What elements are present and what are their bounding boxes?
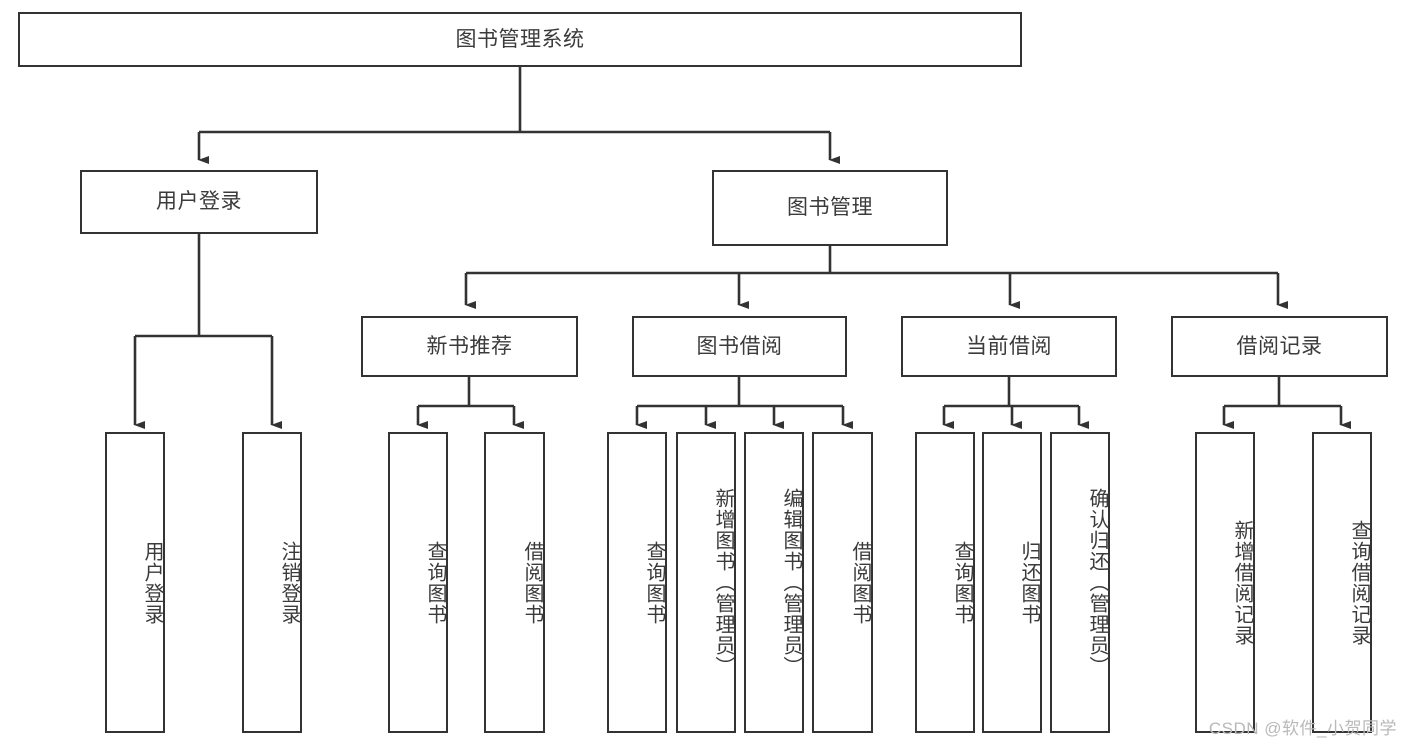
node-leaf-logout[interactable]: 注销登录 xyxy=(242,432,302,733)
node-leaf-label: 确认归还（管理员） xyxy=(1086,488,1108,677)
node-book-borrow[interactable]: 图书借阅 xyxy=(632,316,847,377)
node-leaf-add-book-admin[interactable]: 新增图书（管理员） xyxy=(676,432,736,733)
node-leaf-query-book-recommend[interactable]: 查询图书 xyxy=(388,432,448,733)
node-leaf-borrow-book-recommend[interactable]: 借阅图书 xyxy=(484,432,545,733)
node-leaf-label: 查询图书 xyxy=(951,540,973,625)
node-leaf-edit-book-admin[interactable]: 编辑图书（管理员） xyxy=(744,432,804,733)
node-leaf-query-book-current[interactable]: 查询图书 xyxy=(915,432,975,733)
node-new-book-recommend[interactable]: 新书推荐 xyxy=(361,316,578,377)
node-leaf-label: 编辑图书（管理员） xyxy=(780,488,802,677)
node-leaf-label: 查询借阅记录 xyxy=(1348,519,1370,646)
watermark-text: CSDN @软件_小贺同学 xyxy=(1208,719,1397,738)
node-leaf-query-book-borrow[interactable]: 查询图书 xyxy=(607,432,667,733)
node-leaf-label: 借阅图书 xyxy=(849,540,871,625)
node-leaf-user-login[interactable]: 用户登录 xyxy=(105,432,165,733)
node-leaf-label: 用户登录 xyxy=(141,540,163,625)
node-leaf-add-borrow-record[interactable]: 新增借阅记录 xyxy=(1195,432,1255,733)
node-current-borrow[interactable]: 当前借阅 xyxy=(901,316,1117,377)
node-leaf-borrow-book[interactable]: 借阅图书 xyxy=(812,432,873,733)
node-leaf-query-borrow-record[interactable]: 查询借阅记录 xyxy=(1312,432,1372,733)
node-leaf-label: 借阅图书 xyxy=(521,540,543,625)
node-leaf-label: 查询图书 xyxy=(643,540,665,625)
node-leaf-label: 查询图书 xyxy=(424,540,446,625)
node-book-management[interactable]: 图书管理 xyxy=(712,170,948,246)
node-leaf-return-book[interactable]: 归还图书 xyxy=(982,432,1042,733)
node-user-login[interactable]: 用户登录 xyxy=(80,170,318,234)
node-borrow-record[interactable]: 借阅记录 xyxy=(1171,316,1388,377)
node-leaf-label: 归还图书 xyxy=(1018,540,1040,625)
node-leaf-label: 新增借阅记录 xyxy=(1231,519,1253,646)
node-leaf-label: 注销登录 xyxy=(278,540,300,625)
node-leaf-label: 新增图书（管理员） xyxy=(712,488,734,677)
node-root-system[interactable]: 图书管理系统 xyxy=(18,12,1022,67)
node-leaf-confirm-return-admin[interactable]: 确认归还（管理员） xyxy=(1050,432,1110,733)
